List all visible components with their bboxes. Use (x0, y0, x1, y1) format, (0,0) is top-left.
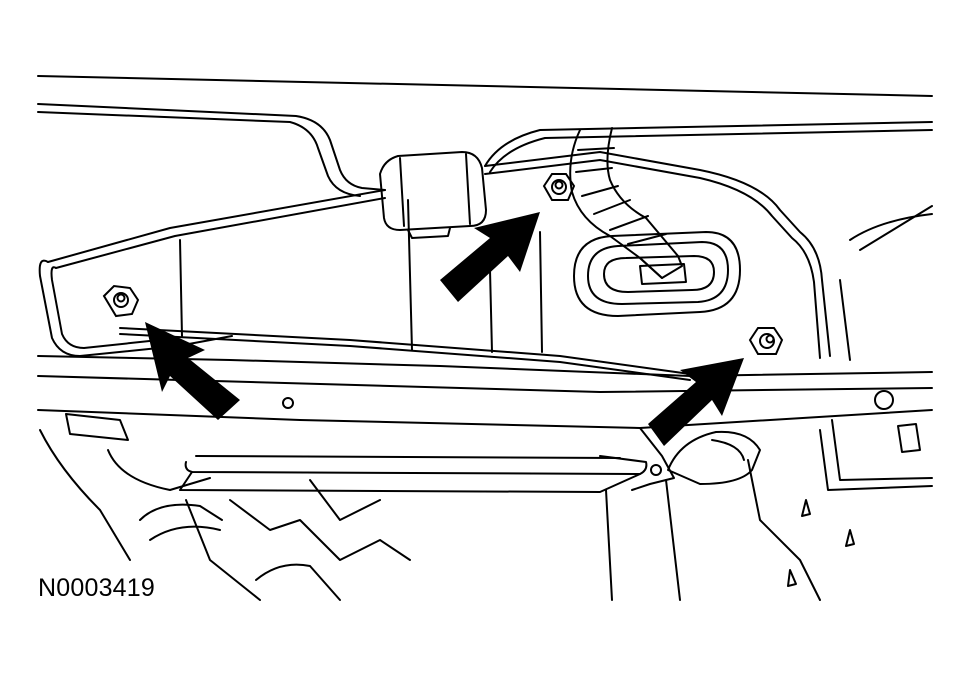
arrow-icon-top (440, 212, 540, 302)
bracket-plate (38, 151, 831, 359)
wire-clip (379, 151, 487, 239)
right-nut-icon (748, 327, 784, 355)
left-nut-icon (102, 284, 140, 318)
wiring-harness (569, 127, 683, 279)
arrow-icon-left (145, 322, 240, 420)
lower-right-parts (605, 205, 933, 601)
lower-beam (179, 427, 675, 493)
lower-left-parts (39, 413, 411, 601)
grommet-opening (573, 231, 741, 317)
top-nut-icon (542, 173, 576, 201)
arrow-icon-right (648, 358, 744, 446)
figure-id-label: N0003419 (38, 574, 155, 602)
top-body-lines (37, 75, 933, 197)
